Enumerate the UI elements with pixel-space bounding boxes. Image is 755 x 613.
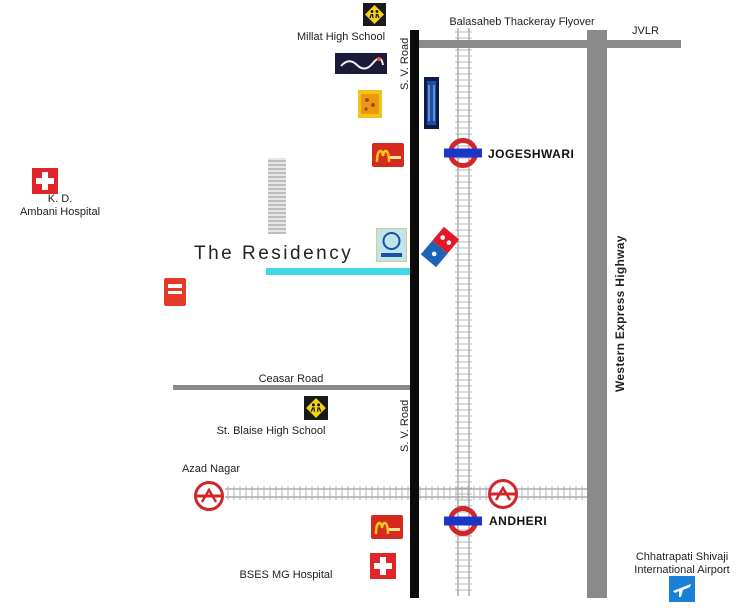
mcdonalds-icon <box>371 515 403 539</box>
azad-nagar-label: Azad Nagar <box>181 463 241 475</box>
bses-hospital-label: BSES MG Hospital <box>239 569 333 581</box>
sv-road-label-bottom: S. V. Road <box>399 399 411 452</box>
airport-label-line1: Chhatrapati Shivaji <box>635 551 729 563</box>
millat-school-label: Millat High School <box>296 31 386 43</box>
mcdonalds-icon <box>372 143 404 167</box>
jvlr-label: JVLR <box>632 25 659 37</box>
metro-station-icon <box>488 479 518 509</box>
airport-label-line2: International Airport <box>634 564 730 576</box>
ceasar-road-label: Ceasar Road <box>258 373 324 385</box>
school-icon <box>304 396 328 420</box>
airport-icon <box>669 576 695 602</box>
kd-hospital-label-line1: K. D. <box>47 193 73 205</box>
bank-logo-icon <box>376 228 407 262</box>
jogeshwari-label: JOGESHWARI <box>488 147 575 161</box>
railway-line-horizontal <box>225 486 588 500</box>
building-icon <box>268 158 286 234</box>
andheri-label: ANDHERI <box>489 514 548 528</box>
metro-station-icon <box>194 481 224 511</box>
western-express-label: Western Express Highway <box>613 235 627 392</box>
kd-hospital-label-line2: Ambani Hospital <box>19 206 101 218</box>
flyover-road <box>415 40 681 48</box>
neon-sign-icon <box>424 77 439 129</box>
hospital-icon <box>32 168 58 194</box>
school-icon <box>363 3 386 26</box>
food-outlet-icon <box>358 90 382 118</box>
western-express-highway <box>587 30 607 598</box>
ceasar-road <box>173 385 411 390</box>
flyover-label: Balasaheb Thackeray Flyover <box>449 16 595 28</box>
railway-station-icon <box>444 506 482 536</box>
residency-marker <box>266 268 410 275</box>
cafe-logo-icon <box>164 278 186 306</box>
dominos-icon <box>421 227 459 267</box>
project-name: The Residency <box>194 243 354 264</box>
st-blaise-school-label: St. Blaise High School <box>216 425 326 437</box>
sv-road-label-top: S. V. Road <box>399 37 411 90</box>
hospital-icon <box>370 553 396 579</box>
sv-road <box>410 30 419 598</box>
railway-station-icon <box>444 138 482 168</box>
restaurant-logo-icon <box>335 53 387 74</box>
